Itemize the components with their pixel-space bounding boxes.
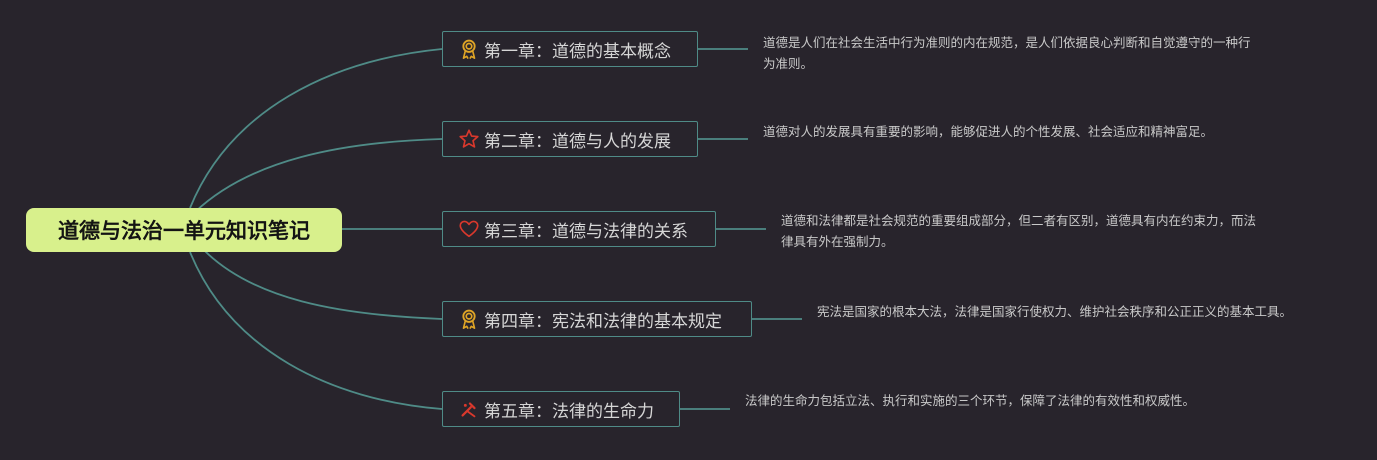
branch-chapter-2[interactable]: 第二章：道德与人的发展 [442, 121, 698, 157]
award-ribbon-icon [458, 308, 480, 330]
branch-chapter-3[interactable]: 第三章：道德与法律的关系 [442, 211, 716, 247]
branch-chapter-4[interactable]: 第四章：宪法和法律的基本规定 [442, 301, 752, 337]
heart-outline-icon [458, 218, 480, 240]
star-outline-icon [458, 128, 480, 150]
connector-root-to-chapter-4 [199, 245, 443, 320]
note-chapter-3[interactable]: 道德和法律都是社会规范的重要组成部分，但二者有区别，道德具有内在约束力，而法律具… [781, 213, 1257, 249]
note-chapter-1[interactable]: 道德是人们在社会生活中行为准则的内在规范，是人们依据良心判断和自觉遵守的一种行为… [763, 35, 1251, 71]
tools-icon [458, 398, 480, 420]
branch-label: 第三章：道德与法律的关系 [484, 221, 688, 242]
branch-label: 第二章：道德与人的发展 [484, 131, 671, 152]
branch-chapter-5[interactable]: 第五章：法律的生命力 [442, 391, 680, 427]
connector-root-to-chapter-2 [194, 138, 443, 213]
award-ribbon-icon [458, 38, 480, 60]
branch-label: 第一章：道德的基本概念 [484, 41, 671, 62]
branch-chapter-1[interactable]: 第一章：道德的基本概念 [442, 31, 698, 67]
note-chapter-5[interactable]: 法律的生命力包括立法、执行和实施的三个环节，保障了法律的有效性和权威性。 [745, 393, 1196, 408]
branch-label: 第五章：法律的生命力 [484, 401, 654, 422]
connector-root-to-chapter-1 [189, 48, 443, 209]
connector-root-to-chapter-5 [189, 251, 443, 410]
note-chapter-2[interactable]: 道德对人的发展具有重要的影响，能够促进人的个性发展、社会适应和精神富足。 [763, 124, 1214, 139]
branch-label: 第四章：宪法和法律的基本规定 [484, 311, 722, 332]
central-topic[interactable]: 道德与法治一单元知识笔记 [26, 208, 342, 252]
note-chapter-4[interactable]: 宪法是国家的根本大法，法律是国家行使权力、维护社会秩序和公正正义的基本工具。 [817, 304, 1293, 319]
